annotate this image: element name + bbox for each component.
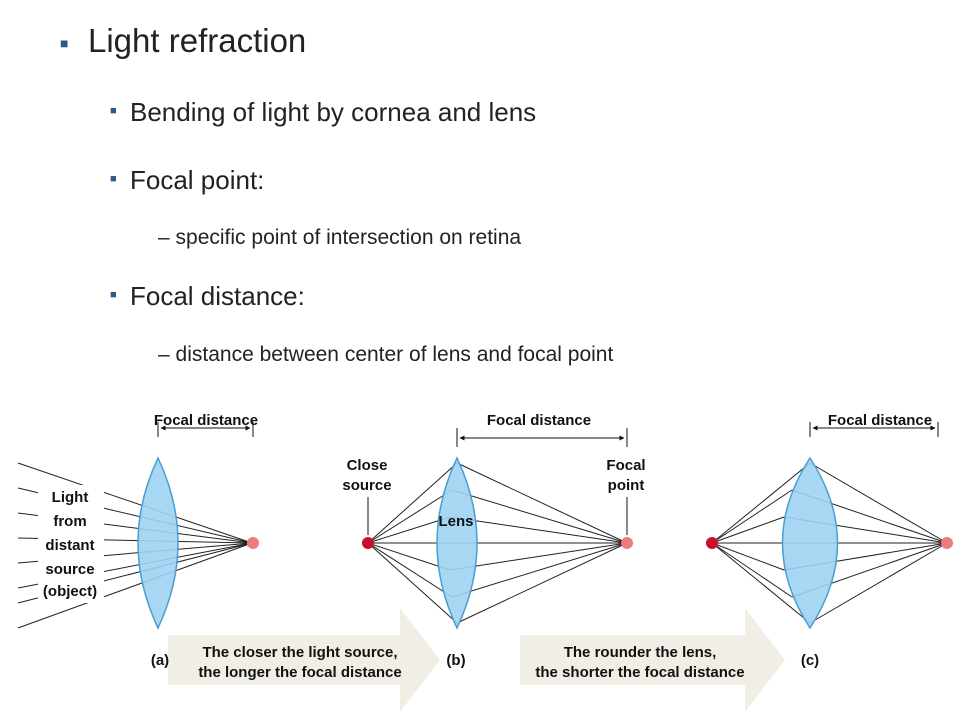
focal-point-line1: Focal <box>606 457 645 474</box>
focal-point-b <box>621 537 633 549</box>
title-bullet-icon: ■ <box>60 35 69 51</box>
arrow1-line2: the longer the focal distance <box>198 664 401 681</box>
sub-focal-distance-text: distance between center of lens and foca… <box>175 343 614 366</box>
panel-c: Focal distance (c) <box>706 412 953 669</box>
slide-title: Light refraction <box>88 22 307 59</box>
focal-distance-label-b: Focal distance <box>487 412 591 429</box>
bullet-focal-point: Focal point: <box>130 165 265 195</box>
svg-text:source: source <box>45 561 94 578</box>
focal-point-line2: point <box>608 477 645 494</box>
focal-point-a <box>247 537 259 549</box>
lens-b <box>436 456 478 630</box>
arrow2-line1: The rounder the lens, <box>564 644 717 661</box>
bullet-focal-distance: Focal distance: <box>130 281 305 311</box>
sub-focal-point-text: specific point of intersection on retina <box>175 226 522 249</box>
arrow1-line1: The closer the light source, <box>202 644 397 661</box>
panel-label-c: (c) <box>801 652 819 669</box>
focal-distance-c <box>809 422 939 437</box>
focal-distance-label-a: Focal distance <box>154 412 258 429</box>
arrow-rounder-lens <box>520 608 785 712</box>
bullet-icon: ■ <box>110 289 117 301</box>
close-source-line1: Close <box>347 457 388 474</box>
bullet-icon: ■ <box>110 105 117 117</box>
panel-a: Light from distant source (object) Focal… <box>17 412 259 669</box>
svg-text:(object): (object) <box>43 583 97 600</box>
panel-b: Close source Focal point Lens Focal dist… <box>342 412 645 669</box>
svg-text:from: from <box>53 513 86 530</box>
svg-text:Light: Light <box>52 489 89 506</box>
sub-focal-distance: – distance between center of lens and fo… <box>158 343 613 367</box>
svg-text:distant: distant <box>45 537 94 554</box>
focal-distance-a <box>157 422 254 437</box>
lens-a <box>137 456 179 630</box>
focal-distance-b <box>456 428 628 447</box>
panel-label-a: (a) <box>151 652 169 669</box>
sub-focal-point: – specific point of intersection on reti… <box>158 226 521 250</box>
panel-a-rays <box>17 462 253 629</box>
panel-label-b: (b) <box>446 652 465 669</box>
close-source-point <box>362 537 374 549</box>
lens-c <box>781 456 839 630</box>
lens-label: Lens <box>438 513 473 530</box>
focal-point-c <box>941 537 953 549</box>
bullet-icon: ■ <box>110 173 117 185</box>
bullet-bending: Bending of light by cornea and lens <box>130 97 537 127</box>
refraction-figure: Light from distant source (object) Focal… <box>17 412 953 712</box>
source-point-c <box>706 537 718 549</box>
arrow2-line2: the shorter the focal distance <box>535 664 744 681</box>
dash: – <box>158 343 170 366</box>
dash: – <box>158 226 170 249</box>
source-label-a: Light from distant source (object) <box>38 485 104 603</box>
focal-distance-label-c: Focal distance <box>828 412 932 429</box>
arrow-closer-source <box>168 608 440 712</box>
panel-b-rays <box>367 462 628 624</box>
close-source-line2: source <box>342 477 391 494</box>
